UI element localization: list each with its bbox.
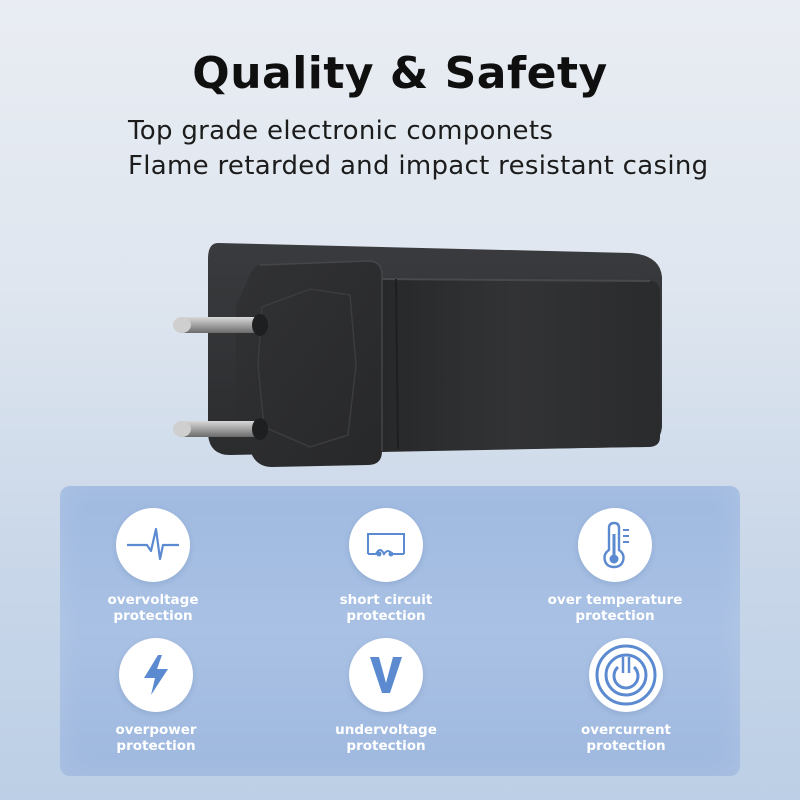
feature-label-line-1: overcurrent: [580, 722, 672, 738]
lightning-icon: [144, 655, 168, 695]
feature-icon-circle: [116, 508, 190, 582]
feature-overvoltage: overvoltage protection: [53, 508, 253, 624]
feature-label: over temperature protection: [515, 592, 715, 624]
feature-label-line-1: undervoltage: [335, 722, 437, 738]
feature-label: overcurrent protection: [526, 722, 726, 754]
feature-undervoltage: undervoltage protection: [286, 638, 486, 754]
feature-overpower: overpower protection: [56, 638, 256, 754]
feature-label-line-1: overpower: [115, 722, 197, 738]
feature-label-line-2: protection: [116, 738, 196, 754]
feature-icon-circle: [578, 508, 652, 582]
page-title: Quality & Safety: [192, 48, 608, 99]
feature-overcurrent: overcurrent protection: [526, 638, 726, 754]
feature-over-temperature: over temperature protection: [515, 508, 715, 624]
feature-icon-circle: [349, 638, 423, 712]
feature-label-line-2: protection: [575, 608, 655, 624]
feature-label: undervoltage protection: [286, 722, 486, 754]
letter-v-icon: [370, 657, 402, 693]
short-circuit-icon: [367, 533, 405, 557]
feature-label: overvoltage protection: [53, 592, 253, 624]
thermometer-icon: [603, 521, 629, 569]
feature-label-line-2: protection: [586, 738, 666, 754]
feature-label: short circuit protection: [286, 592, 486, 624]
feature-label-line-1: short circuit: [339, 592, 433, 608]
feature-label-line-2: protection: [346, 738, 426, 754]
feature-icon-circle: [349, 508, 423, 582]
feature-icon-circle: [589, 638, 663, 712]
eu-plug-charger-icon: [173, 243, 662, 467]
feature-label: overpower protection: [56, 722, 256, 754]
feature-label-line-2: protection: [113, 608, 193, 624]
voltage-spike-icon: [127, 527, 179, 561]
subtitle-line-1: Top grade electronic componets: [128, 116, 554, 146]
feature-icon-circle: [119, 638, 193, 712]
feature-label-line-2: protection: [346, 608, 426, 624]
power-button-icon: [595, 644, 657, 706]
feature-short-circuit: short circuit protection: [286, 508, 486, 624]
subtitle-line-2: Flame retarded and impact resistant casi…: [128, 151, 709, 181]
feature-label-line-1: over temperature: [547, 592, 683, 608]
feature-label-line-1: overvoltage: [107, 592, 199, 608]
